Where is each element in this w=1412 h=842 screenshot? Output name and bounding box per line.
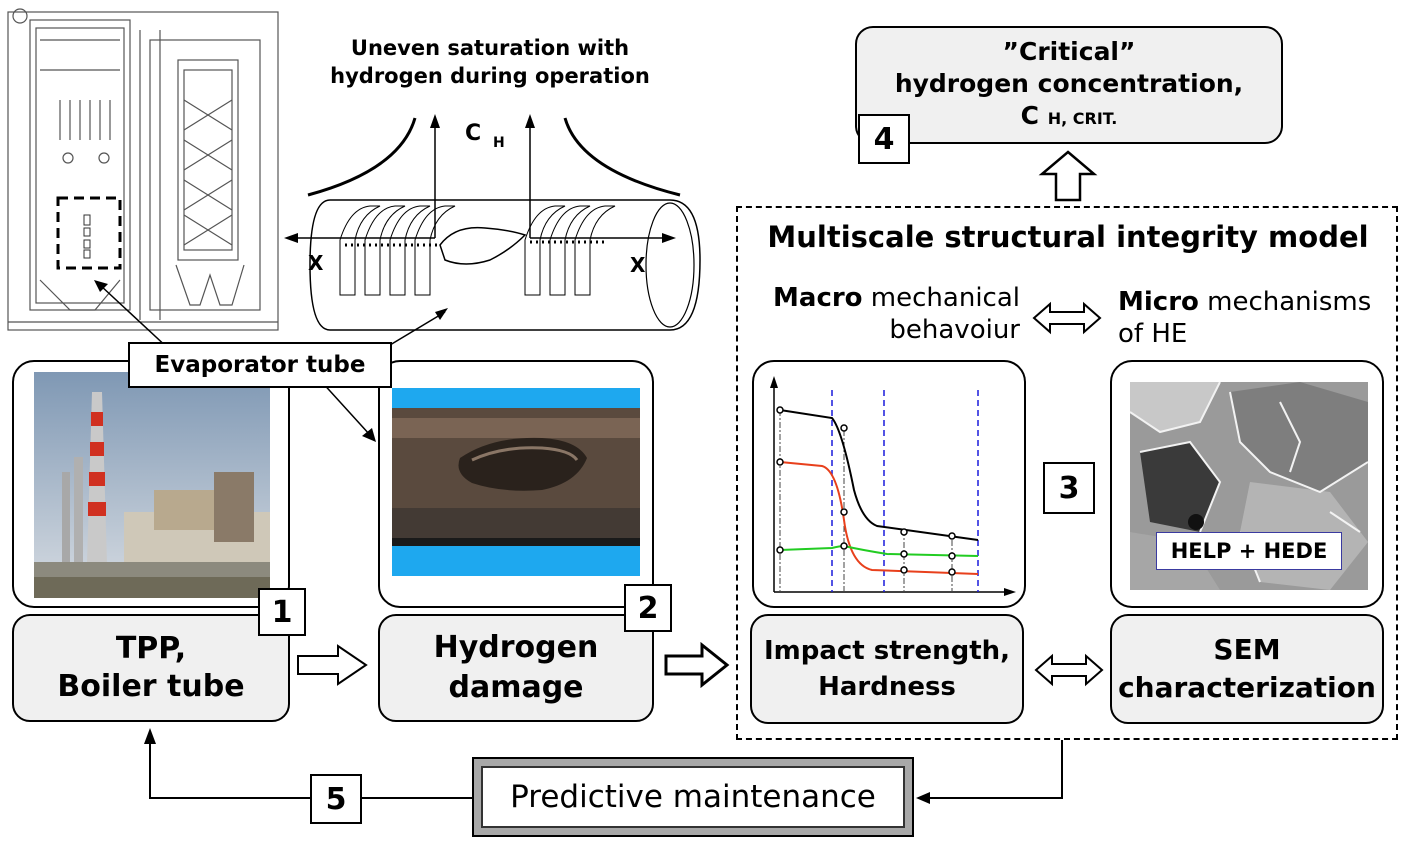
macro-label: Macro mechanical behavoiur (756, 282, 1020, 346)
macro-line2: behavoiur (889, 315, 1020, 345)
damaged-tube-photo (392, 388, 640, 576)
predictive-maintenance-box: Predictive maintenance (472, 757, 914, 837)
impact-line2: Hardness (818, 672, 956, 702)
sem-characterization-box: SEM characterization (1110, 614, 1384, 724)
saturation-title: Uneven saturation with hydrogen during o… (300, 34, 680, 90)
predictive-maintenance-label: Predictive maintenance (481, 766, 905, 828)
step5-number: 5 (310, 774, 362, 824)
step4-number: 4 (858, 114, 910, 164)
axis-c-subscript: H (493, 135, 505, 151)
model-title: Multiscale structural integrity model (767, 220, 1369, 254)
saturation-title-line2: hydrogen during operation (330, 64, 650, 88)
box4-line3: C H, CRIT. (1021, 100, 1118, 135)
power-plant-photo (34, 372, 270, 598)
step1-line2: Boiler tube (57, 669, 245, 704)
micro-rest: mechanisms (1198, 287, 1372, 317)
help-hede-label: HELP + HEDE (1156, 532, 1342, 570)
saturation-title-line1: Uneven saturation with (350, 36, 630, 60)
macro-bold: Macro (773, 283, 863, 313)
multiscale-model-frame (736, 206, 1398, 740)
impact-line1: Impact strength, (763, 636, 1011, 666)
step2-number: 2 (624, 584, 672, 632)
axis-x-left-label: X (308, 251, 324, 275)
micro-line1: Micro mechanisms (1118, 286, 1398, 318)
sem-image-frame: HELP + HEDE (1110, 360, 1384, 608)
micro-line2: of HE (1118, 319, 1188, 349)
axis-x-right-label: X (630, 253, 646, 277)
impact-strength-box: Impact strength, Hardness (750, 614, 1024, 724)
macro-rest: mechanical (862, 283, 1020, 313)
evaporator-pointers (94, 280, 376, 442)
impact-sem-arrow (1034, 653, 1104, 687)
box4-line2: hydrogen concentration, (894, 68, 1244, 98)
arrow-1-to-2 (297, 644, 368, 686)
sem-line2: characterization (1118, 671, 1376, 704)
power-plant-frame (12, 360, 290, 608)
sem-line1: SEM (1213, 633, 1281, 666)
feedback-loop-lines (144, 728, 1063, 804)
box4-c-symbol: C (1020, 100, 1039, 130)
tpp-boiler-tube-box: TPP, Boiler tube (12, 614, 290, 722)
step3-number: 3 (1043, 462, 1095, 514)
step1-number: 1 (258, 588, 306, 636)
box4-c-subscript: H, CRIT. (1047, 108, 1118, 128)
impact-graph-frame (752, 360, 1026, 608)
step2-line2: damage (448, 670, 584, 705)
axis-c-label: C (465, 121, 481, 146)
impact-graph (770, 376, 1016, 596)
micro-bold: Micro (1118, 287, 1199, 317)
hydrogen-damage-frame (378, 360, 654, 608)
evaporator-tube-label: Evaporator tube (128, 342, 392, 388)
arrow-model-to-critical (1038, 150, 1098, 202)
arrow-2-to-3 (664, 642, 730, 688)
boiler-schematic (7, 8, 279, 331)
macro-line1: Macro mechanical (756, 282, 1020, 314)
box4-line1: ”Critical” (1002, 36, 1136, 66)
micro-label: Micro mechanisms of HE (1118, 286, 1398, 350)
step1-line1: TPP, (115, 631, 187, 666)
hydrogen-damage-box: Hydrogen damage (378, 614, 654, 722)
step2-line1: Hydrogen (433, 630, 599, 665)
tube-illustration: C H X X (284, 114, 701, 345)
macro-micro-arrow (1032, 301, 1102, 335)
critical-concentration-box: ”Critical” hydrogen concentration, C H, … (855, 26, 1283, 144)
